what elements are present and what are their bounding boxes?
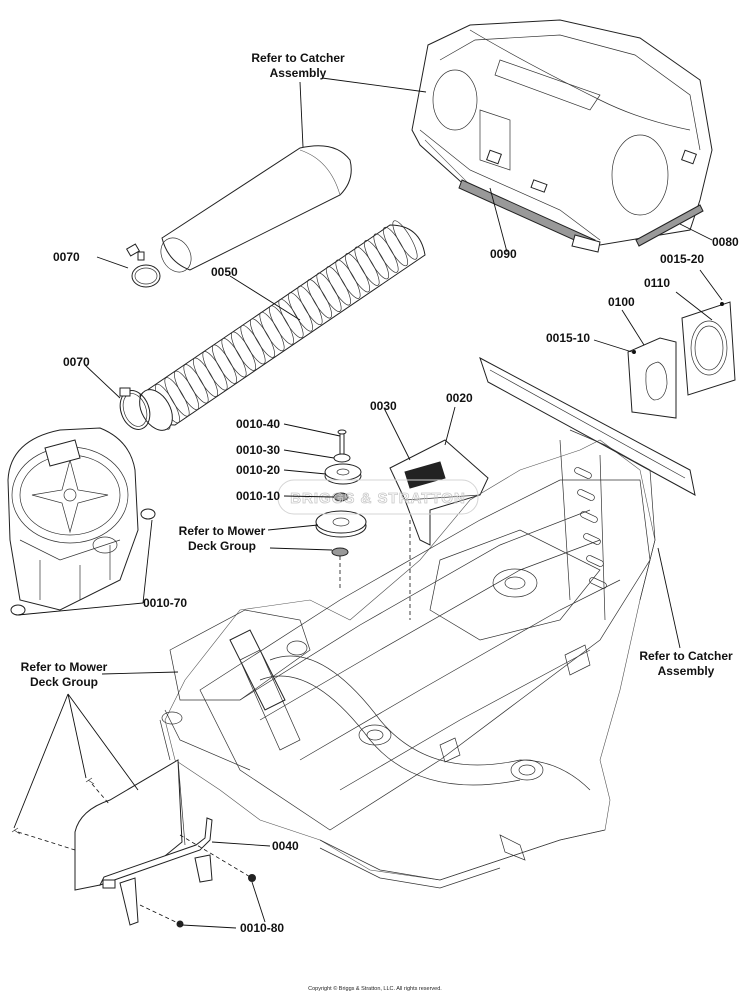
hose-rib — [392, 220, 418, 260]
hose-rib — [306, 279, 333, 319]
frame-slot — [589, 577, 607, 589]
mower-frame-drawing — [159, 356, 696, 889]
hose-rib — [297, 285, 323, 326]
label-0070-lower: 0070 — [63, 355, 90, 369]
catcher-housing-drawing — [411, 19, 713, 246]
frame-slot — [580, 511, 598, 523]
leader-lines — [13, 77, 723, 929]
label-0020: 0020 — [446, 391, 473, 405]
belt-guard-drawing — [389, 439, 489, 546]
ref-catcher-top-line2: Assembly — [270, 66, 327, 80]
ref-mower-deck-left-line2: Deck Group — [30, 675, 98, 689]
part-number-labels: 0070 0050 0070 0090 0080 0015-20 0110 01… — [53, 235, 739, 935]
chute-bracket-0040-drawing — [99, 817, 213, 926]
ref-mower-deck-mid-line1: Refer to Mower — [179, 524, 266, 538]
hose-rib — [344, 253, 371, 293]
reference-labels: Refer to Catcher Assembly Refer to Catch… — [21, 51, 733, 689]
ref-mower-deck-left-line1: Refer to Mower — [21, 660, 108, 674]
ref-mower-deck-mid-line2: Deck Group — [188, 539, 256, 553]
hose-rib — [192, 357, 219, 397]
label-0050: 0050 — [211, 265, 238, 279]
corrugated-hose-drawing — [139, 220, 426, 431]
label-0010-30: 0010-30 — [236, 443, 280, 457]
ref-catcher-right-line2: Assembly — [658, 664, 715, 678]
blower-assembly-drawing — [7, 427, 156, 616]
gasket-0110-drawing — [681, 301, 736, 396]
discharge-tube-drawing — [160, 145, 352, 273]
pulley-stack-drawing — [315, 429, 367, 590]
hose-rib — [325, 266, 352, 306]
ref-catcher-right-line1: Refer to Catcher — [639, 649, 733, 663]
hose-clamp-lower-drawing — [119, 387, 151, 430]
hose-rib — [221, 338, 247, 378]
hose-rib — [363, 239, 390, 280]
hose-rib — [316, 272, 342, 312]
label-0010-70: 0010-70 — [143, 596, 187, 610]
label-0110: 0110 — [644, 276, 670, 290]
hose-rib — [240, 324, 266, 365]
hose-rib — [268, 305, 295, 345]
plate-0100-drawing — [627, 302, 724, 419]
hose-rib — [354, 246, 380, 286]
frame-slot — [574, 467, 592, 479]
seal-strip-0090-drawing — [458, 179, 601, 253]
hose-rib — [202, 351, 228, 391]
label-0010-10: 0010-10 — [236, 489, 280, 503]
frame-slot — [577, 489, 595, 501]
label-0010-80: 0010-80 — [240, 921, 284, 935]
label-0090: 0090 — [490, 247, 517, 261]
hose-rib — [335, 259, 361, 299]
copyright-notice: Copyright © Briggs & Stratton, LLC. All … — [308, 985, 442, 992]
label-0010-20: 0010-20 — [236, 463, 280, 477]
hose-rib — [382, 226, 409, 267]
label-0015-20: 0015-20 — [660, 252, 704, 266]
hose-rib — [287, 292, 314, 332]
hose-rib — [259, 311, 285, 352]
label-0015-10: 0015-10 — [546, 331, 590, 345]
frame-slot — [583, 533, 601, 545]
watermark-text: BRIGGS & STRATTON — [290, 490, 466, 507]
hose-rib — [164, 377, 190, 417]
hose-rib — [173, 370, 200, 411]
watermark: BRIGGS & STRATTON — [277, 479, 479, 515]
label-0080: 0080 — [712, 235, 739, 249]
hose-rib — [230, 331, 257, 371]
seal-strip-0080-drawing — [635, 204, 704, 247]
label-0030: 0030 — [370, 399, 397, 413]
ref-catcher-top-line1: Refer to Catcher — [251, 51, 345, 65]
hose-rib — [211, 344, 238, 384]
label-0010-40: 0010-40 — [236, 417, 280, 431]
label-0040: 0040 — [272, 839, 299, 853]
label-0070-upper: 0070 — [53, 250, 80, 264]
hose-rib — [373, 233, 399, 273]
hose-rib — [249, 318, 276, 358]
frame-slot — [586, 555, 604, 567]
hose-rib — [183, 364, 209, 404]
hose-rib — [278, 298, 304, 339]
label-0100: 0100 — [608, 295, 635, 309]
hose-clamp-upper-drawing — [125, 243, 161, 288]
